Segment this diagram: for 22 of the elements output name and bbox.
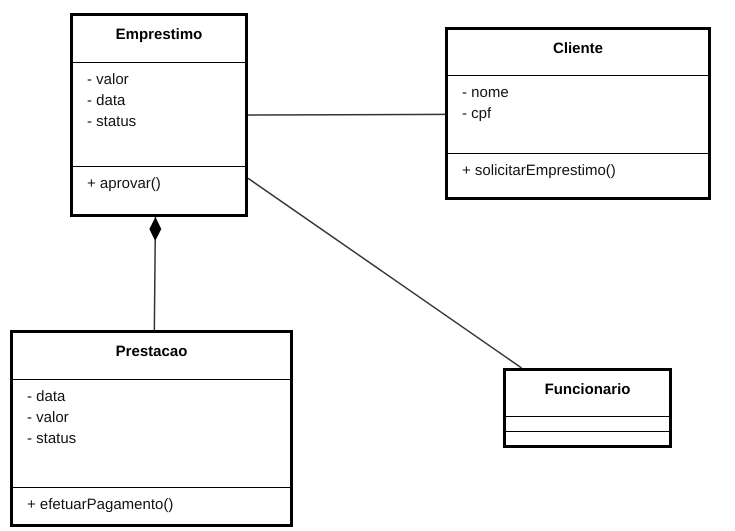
method-text: + aprovar() [87, 174, 161, 194]
association-line [248, 114, 445, 116]
attribute-text: - valor [27, 408, 69, 428]
attribute-text: - data [87, 91, 126, 111]
class-box [503, 368, 672, 448]
class-name: Cliente [552, 40, 603, 57]
attribute-text: - cpf [462, 104, 492, 124]
method-text: + efetuarPagamento() [27, 495, 174, 515]
method-text: + solicitarEmprestimo() [462, 161, 616, 181]
association-line [248, 178, 522, 369]
class-name: Prestacao [116, 343, 188, 360]
class-name: Emprestimo [116, 26, 202, 43]
class-name: Funcionario [544, 381, 630, 398]
class-box [10, 330, 293, 527]
class-box [70, 13, 248, 217]
attribute-text: - status [27, 429, 76, 449]
attribute-text: - nome [462, 83, 509, 103]
attribute-text: - data [27, 387, 66, 407]
class-box [445, 27, 711, 200]
attribute-text: - status [87, 112, 136, 132]
composition-line [149, 217, 162, 330]
attribute-text: - valor [87, 70, 129, 90]
